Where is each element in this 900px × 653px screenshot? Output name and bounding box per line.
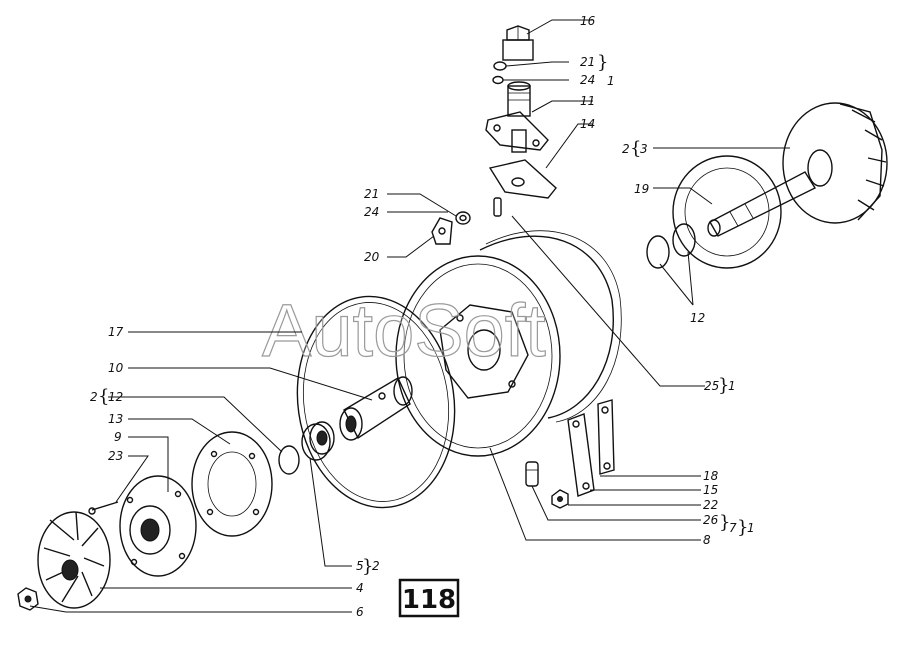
- label-3: 3: [640, 142, 648, 156]
- back-plate-9: [119, 475, 197, 577]
- compressor-wheel-4: [37, 511, 111, 609]
- label-22: 22: [703, 498, 718, 512]
- plate-13: [191, 431, 273, 537]
- watermark: AutoSoft: [262, 289, 546, 372]
- label-15: 15: [703, 483, 718, 497]
- label-8: 8: [703, 533, 711, 547]
- label-2-bottom: 2: [372, 559, 380, 573]
- label-2-left: 2: [90, 390, 98, 404]
- label-26: 26: [703, 513, 719, 527]
- label-1-top: 1: [607, 74, 615, 88]
- pin-25: [493, 197, 502, 217]
- label-5: 5: [356, 559, 364, 573]
- label-12-right: 12: [690, 311, 705, 325]
- label-24-top: 24: [580, 73, 595, 87]
- label-7: 7: [729, 521, 737, 535]
- label-19: 19: [634, 182, 649, 196]
- page-number-box: 118: [398, 578, 460, 618]
- label-6: 6: [356, 605, 364, 619]
- nut-21-24: [455, 211, 471, 225]
- screw-23: [88, 501, 119, 515]
- washer-21-top: [493, 61, 507, 71]
- svg-text:}: }: [719, 512, 730, 533]
- label-1-bottom: 1: [747, 521, 755, 535]
- gasket-14: [488, 159, 557, 199]
- pin-26: [525, 461, 539, 487]
- turbine-shaft-3: [707, 102, 888, 237]
- label-1-mid: 1: [728, 379, 736, 393]
- link-plate-18: [597, 399, 615, 475]
- label-12-left: 12: [108, 390, 123, 404]
- sleeve-10: [339, 376, 413, 441]
- o-ring-17: [296, 295, 456, 509]
- heat-shield-19: [672, 155, 782, 269]
- label-24-mid: 24: [364, 205, 379, 219]
- label-2-right: 2: [622, 142, 630, 156]
- label-23: 23: [108, 449, 123, 463]
- label-20: 20: [364, 250, 380, 264]
- callout-labels: 16 21 24 } 1 11 14 2 { 3 19 12 21 24 20 …: [90, 14, 755, 619]
- thrust-collar-5: [301, 421, 335, 461]
- label-18: 18: [703, 469, 719, 483]
- svg-text:{: {: [630, 138, 641, 159]
- leader-lines: [29, 19, 790, 613]
- label-11: 11: [580, 94, 595, 108]
- piston-ring-12-left: [278, 445, 300, 475]
- label-25: 25: [704, 379, 719, 393]
- svg-text:}: }: [597, 52, 608, 73]
- ring-24-top: [492, 75, 504, 85]
- label-14: 14: [580, 117, 595, 131]
- label-4: 4: [356, 581, 364, 595]
- label-9: 9: [114, 430, 122, 444]
- label-10: 10: [108, 361, 124, 375]
- svg-text:{: {: [98, 386, 109, 407]
- page-number: 118: [402, 585, 456, 615]
- svg-text:}: }: [362, 556, 373, 577]
- fitting-11: [485, 81, 549, 153]
- label-17: 17: [108, 325, 124, 339]
- label-16: 16: [580, 14, 596, 28]
- plug-16: [502, 25, 534, 61]
- link-plate-15: [567, 413, 595, 497]
- label-21-top: 21: [580, 55, 595, 69]
- label-21-mid: 21: [364, 187, 379, 201]
- label-13: 13: [108, 412, 123, 426]
- nut-6: [17, 587, 39, 611]
- bracket-20: [431, 217, 453, 245]
- nut-22: [551, 489, 569, 509]
- piston-rings-12-right: [646, 223, 696, 269]
- svg-text:}: }: [718, 375, 729, 396]
- svg-text:}: }: [737, 517, 748, 538]
